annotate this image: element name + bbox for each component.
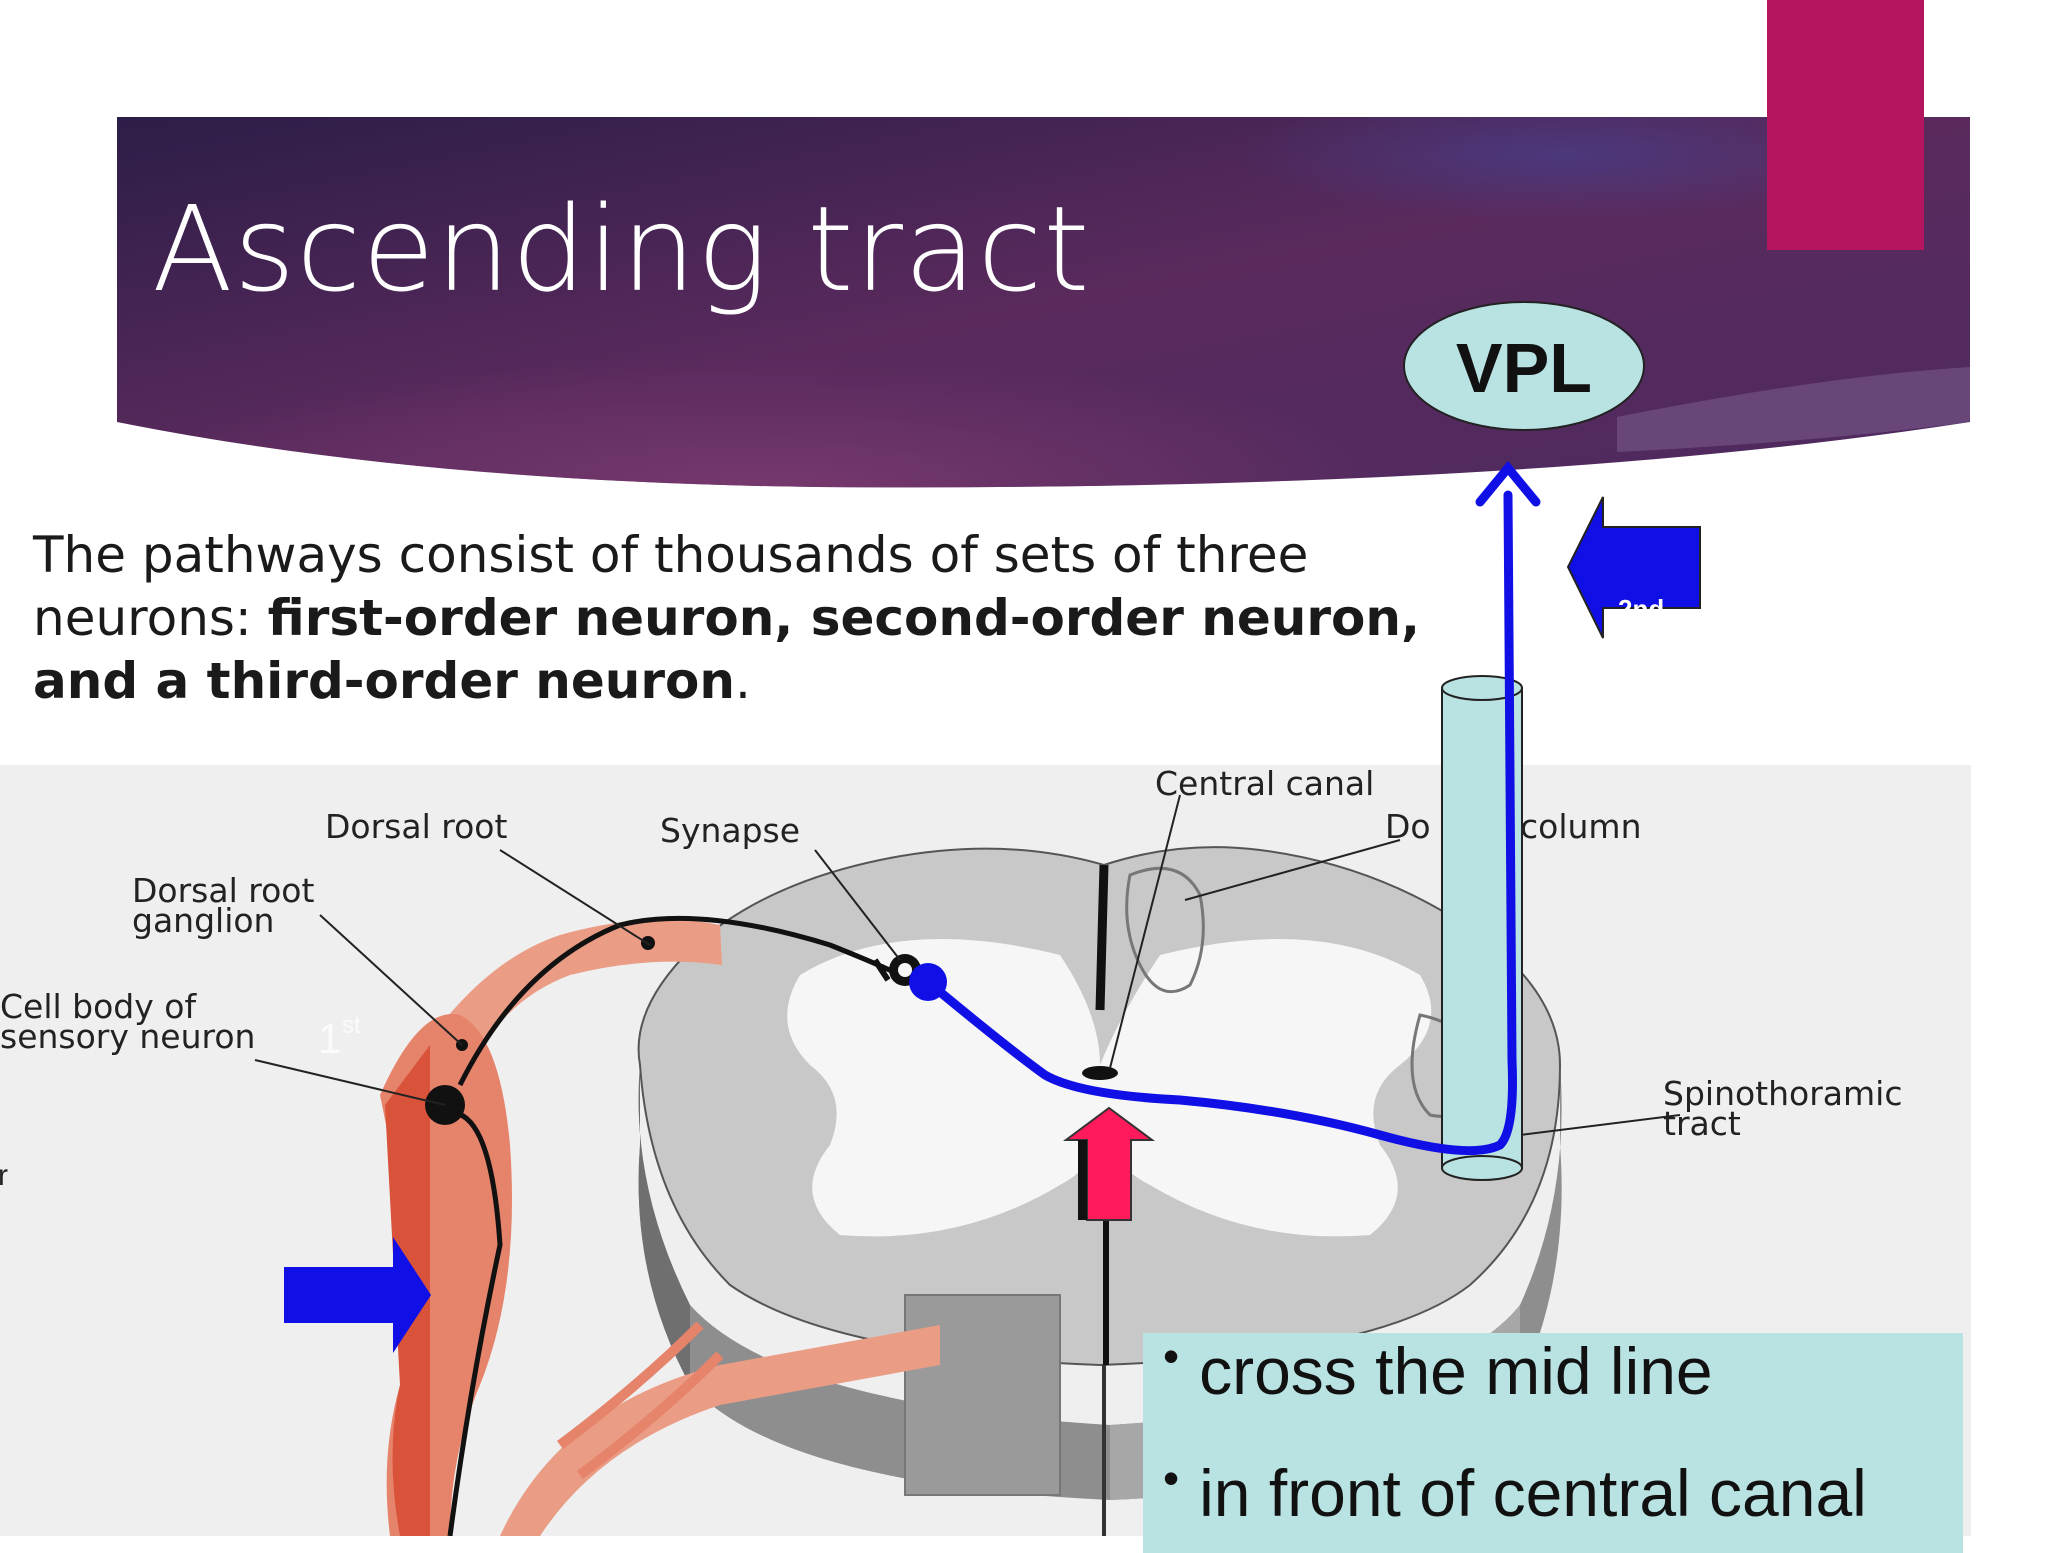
- second-order-arrow: 2nd: [1566, 496, 1701, 639]
- paragraph-lead: The pathways consist of thousands of set…: [33, 526, 1309, 647]
- pathway-arrowhead: [1475, 460, 1541, 507]
- note-text-2: in front of central canal: [1199, 1456, 1867, 1530]
- label-spinothalamic-line2: tract: [1663, 1104, 1741, 1143]
- pathway-line: [923, 490, 1517, 1156]
- bullet-dot-icon: •: [1163, 1330, 1180, 1382]
- stimulus-arrow: [284, 1237, 431, 1353]
- paragraph-bold: first-order neuron, second-order neuron,…: [33, 589, 1420, 710]
- paragraph-end: .: [735, 652, 751, 710]
- pathway-start-dot: [909, 963, 947, 1001]
- note-bullet-1: • cross the mid line: [1163, 1329, 1713, 1409]
- description-paragraph: The pathways consist of thousands of set…: [33, 524, 1453, 713]
- label-spinothalamic-line1: Spinothoramic: [1663, 1074, 1902, 1113]
- second-order-label: 2nd: [1618, 594, 1664, 624]
- note-bullet-2: • in front of central canal: [1163, 1451, 1867, 1531]
- label-dorsal-column-b: column: [1520, 807, 1641, 846]
- label-drg-line1: Dorsal root: [132, 871, 314, 910]
- label-first-order: 1: [318, 1015, 341, 1062]
- crossing-arrow-shadow: [1078, 1140, 1087, 1220]
- clipped-label-fragment: r: [0, 1159, 8, 1192]
- bullet-dot-icon: •: [1163, 1452, 1180, 1504]
- accent-bar: [1767, 0, 1924, 250]
- notes-box: • cross the mid line • in front of central…: [1143, 1330, 1963, 1553]
- label-dorsal-column-a: Do: [1385, 807, 1431, 846]
- label-cell-body-line1: Cell body of: [0, 987, 197, 1026]
- label-drg-line2: ganglion: [132, 901, 274, 940]
- vpl-node: VPL: [1403, 301, 1645, 431]
- slide-title: Ascending tract: [152, 180, 1091, 318]
- note-text-1: cross the mid line: [1199, 1334, 1713, 1408]
- label-central-canal: Central canal: [1155, 765, 1374, 803]
- leader-lines: [254, 794, 1681, 1136]
- vpl-label: VPL: [1456, 329, 1592, 407]
- label-dorsal-root: Dorsal root: [325, 807, 507, 846]
- label-cell-body-line2: sensory neuron: [0, 1017, 255, 1056]
- label-synapse: Synapse: [660, 811, 800, 850]
- label-first-order-sup: st: [342, 1012, 361, 1039]
